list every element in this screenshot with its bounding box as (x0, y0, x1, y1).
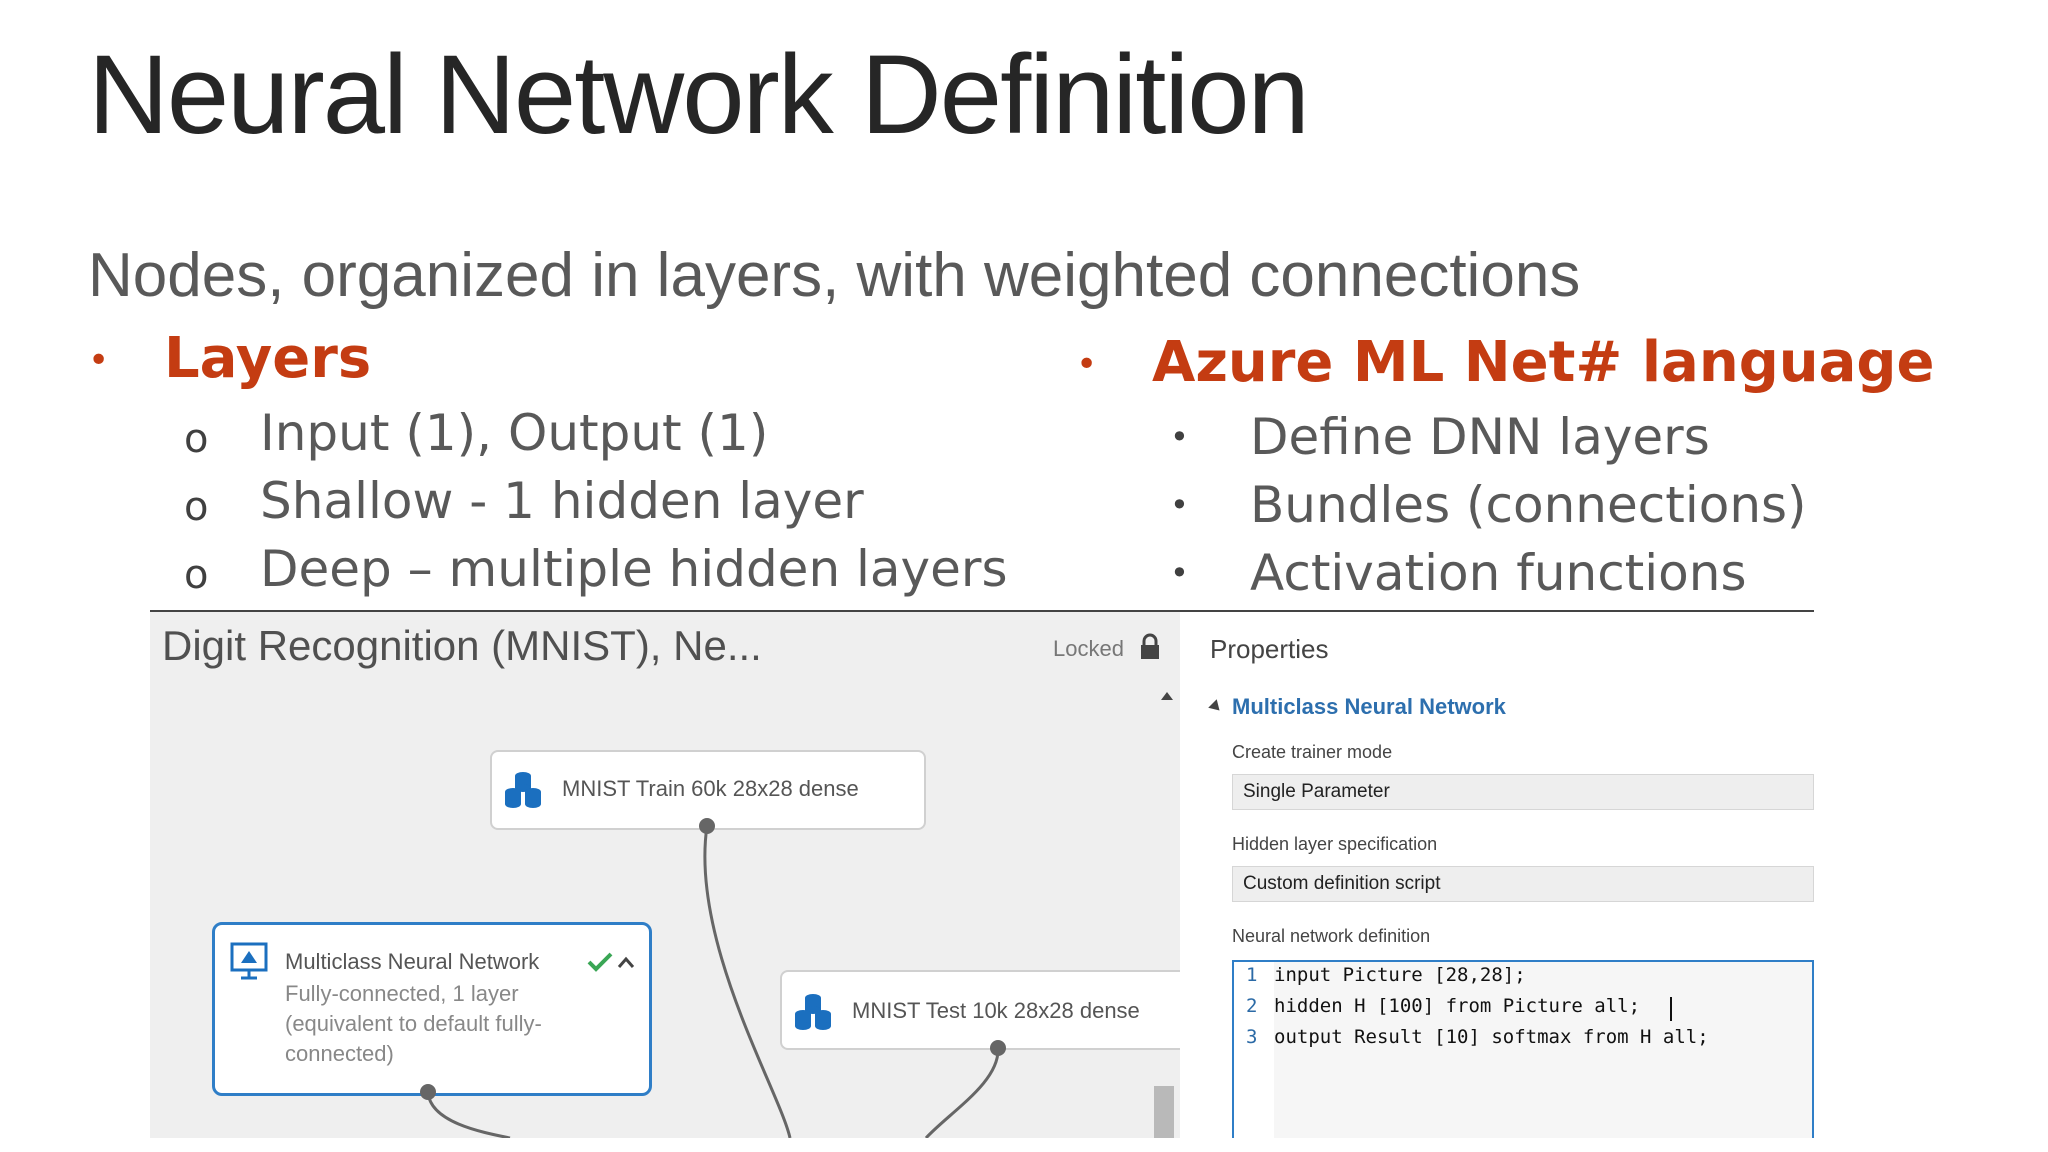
sub-bullet: o (184, 484, 209, 530)
section-expand-arrow-icon[interactable] (1208, 699, 1224, 715)
slide-subtitle: Nodes, organized in layers, with weighte… (88, 241, 1581, 310)
sub-bullet: • (1170, 554, 1189, 592)
connection-wires (426, 825, 1000, 1138)
layers-item: Input (1), Output (1) (260, 404, 769, 462)
experiment-canvas[interactable]: Digit Recognition (MNIST), Ne... Locked … (150, 612, 1182, 1138)
code-line: output Result [10] softmax from H all; (1274, 1026, 1709, 1048)
dataset-node-train[interactable]: MNIST Train 60k 28x28 dense (490, 750, 926, 830)
text-caret (1670, 997, 1672, 1021)
trainer-mode-label: Create trainer mode (1232, 742, 1393, 762)
bullet-dot: • (88, 340, 110, 381)
locked-label: Locked (1053, 636, 1124, 661)
line-number: 1 (1246, 964, 1258, 986)
properties-panel: Properties Multiclass Neural Network Cre… (1180, 612, 1814, 1138)
line-number-gutter (1234, 962, 1274, 1138)
code-line: input Picture [28,28]; (1274, 964, 1526, 986)
code-line: hidden H [100] from Picture all; (1274, 995, 1641, 1017)
netsharp-item: Bundles (connections) (1250, 476, 1807, 534)
wire-network (426, 1091, 511, 1138)
line-number: 3 (1246, 1026, 1258, 1048)
node-description-line: Fully-connected, 1 layer (285, 981, 519, 1006)
checkmark-icon (587, 952, 613, 972)
definition-label: Neural network definition (1232, 926, 1431, 946)
output-port[interactable] (420, 1084, 436, 1100)
wire-train (703, 825, 792, 1138)
layers-item: Deep – multiple hidden layers (260, 540, 1008, 598)
trainer-mode-select[interactable]: Single Parameter (1232, 774, 1814, 810)
line-number: 2 (1246, 995, 1258, 1017)
node-description-line: (equivalent to default fully- (285, 1011, 542, 1036)
dataset-node-test[interactable]: MNIST Test 10k 28x28 dense (780, 970, 1182, 1050)
neural-network-icon (230, 942, 268, 980)
layers-item: Shallow - 1 hidden layer (260, 472, 864, 530)
dataset-icon (795, 994, 831, 1030)
output-port[interactable] (990, 1040, 1006, 1056)
node-label: MNIST Train 60k 28x28 dense (562, 776, 859, 801)
lock-icon (1141, 633, 1159, 659)
node-title: Multiclass Neural Network (285, 949, 540, 974)
sub-bullet: • (1170, 418, 1189, 456)
scrollbar-thumb[interactable] (1154, 1086, 1174, 1138)
collapse-chevron-icon[interactable] (617, 955, 635, 969)
neural-network-node[interactable]: Multiclass Neural Network Fully-connecte… (212, 922, 652, 1096)
azure-ml-screenshot: Digit Recognition (MNIST), Ne... Locked … (150, 610, 1814, 1138)
sub-bullet: o (184, 416, 209, 462)
sub-bullet: • (1170, 486, 1189, 524)
netsharp-item: Activation functions (1250, 544, 1747, 602)
experiment-title: Digit Recognition (MNIST), Ne... (162, 622, 762, 669)
code-area (1274, 962, 1812, 1138)
hidden-spec-label: Hidden layer specification (1232, 834, 1438, 854)
section-title[interactable]: Multiclass Neural Network (1232, 694, 1506, 719)
scroll-up-arrow-icon[interactable] (1161, 692, 1173, 700)
netsharp-item: Define DNN layers (1250, 408, 1710, 466)
sub-bullet: o (184, 552, 209, 598)
wire-test (924, 1047, 1000, 1138)
layers-heading: Layers (164, 326, 372, 391)
node-description-line: connected) (285, 1041, 394, 1066)
netsharp-code-editor[interactable]: 1 input Picture [28,28]; 2 hidden H [100… (1232, 960, 1814, 1138)
node-label: MNIST Test 10k 28x28 dense (852, 998, 1140, 1023)
slide-title: Neural Network Definition (88, 32, 1310, 157)
bullet-dot: • (1076, 344, 1098, 385)
hidden-spec-select[interactable]: Custom definition script (1232, 866, 1814, 902)
dataset-icon (505, 772, 541, 808)
netsharp-heading: Azure ML Net# language (1152, 330, 1935, 395)
output-port[interactable] (699, 818, 715, 834)
properties-title: Properties (1210, 634, 1329, 664)
